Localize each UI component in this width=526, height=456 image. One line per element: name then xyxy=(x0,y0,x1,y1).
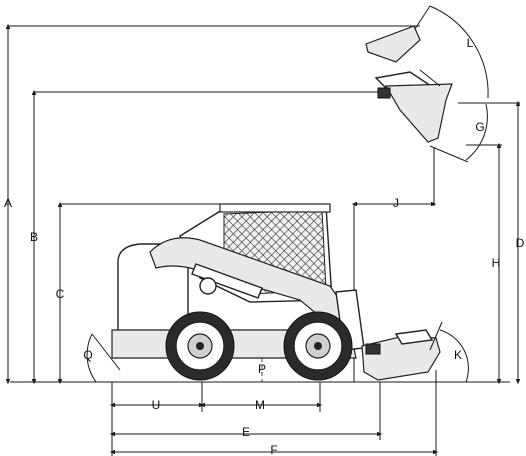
cab-roof xyxy=(219,203,331,213)
raised-bucket-group xyxy=(365,5,489,163)
dimension-h xyxy=(466,142,502,385)
lift-cylinder xyxy=(191,263,263,299)
label-l: L xyxy=(467,36,474,50)
label-k: K xyxy=(454,348,462,362)
label-j: J xyxy=(393,196,399,210)
dimension-b xyxy=(31,89,378,385)
skid-steer-body xyxy=(111,203,365,359)
dimension-f xyxy=(109,370,439,456)
bucket-raised xyxy=(384,83,453,143)
arc-g xyxy=(465,103,488,161)
dimension-c xyxy=(57,201,222,385)
arc-l xyxy=(429,5,489,99)
dimension-a xyxy=(5,23,420,385)
dimension-e xyxy=(109,382,383,440)
label-p: P xyxy=(258,362,266,376)
dimension-u xyxy=(109,382,205,412)
bucket-hinge xyxy=(377,87,391,99)
label-e: E xyxy=(242,425,250,439)
lowered-bucket-group xyxy=(361,321,469,383)
label-h: H xyxy=(492,256,501,270)
front-wheel xyxy=(283,311,353,381)
dimension-m xyxy=(199,382,323,412)
label-d: D xyxy=(516,236,525,250)
bucket-dump-upper xyxy=(365,25,421,63)
label-f: F xyxy=(270,443,277,456)
angle-q xyxy=(86,333,121,383)
label-u: U xyxy=(152,398,161,412)
arc-k xyxy=(439,329,469,383)
bucket-bracket xyxy=(365,343,381,355)
label-m: M xyxy=(255,398,265,412)
arm-pivot xyxy=(199,277,217,295)
label-c: C xyxy=(56,287,65,301)
label-b: B xyxy=(30,230,38,244)
dimension-d xyxy=(458,100,521,385)
bucket-lip xyxy=(394,329,434,345)
rear-wheel xyxy=(165,311,235,381)
label-q: Q xyxy=(83,348,92,362)
label-g: G xyxy=(475,120,484,134)
label-a: A xyxy=(4,196,12,210)
